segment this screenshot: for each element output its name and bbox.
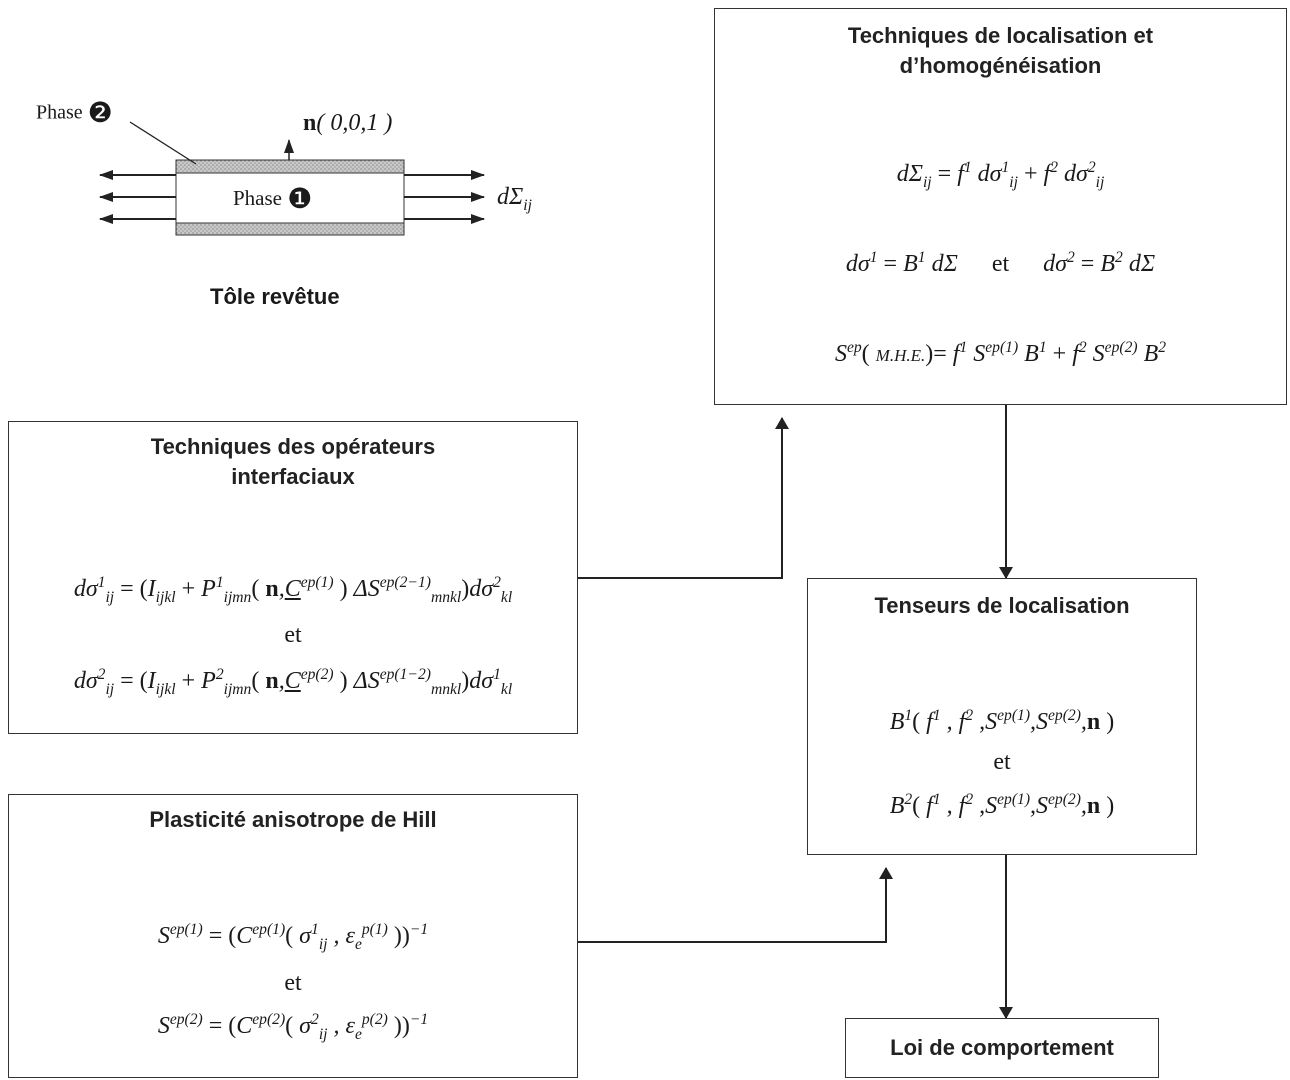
hill-eq1: Sep(1) = (Cep(1)( σ1ij , εep(1) ))−1 xyxy=(157,921,429,953)
tenseurs-eq1: B1( f1 , f2 ,Sep(1),Sep(2),n ) xyxy=(889,707,1115,735)
tenseurs-connector: et xyxy=(993,749,1011,775)
tenseurs-eq2: B2( f1 , f2 ,Sep(1),Sep(2),n ) xyxy=(889,791,1115,819)
homogenisation-eq3: Sep( M.H.E.)= f1 Sep(1) B1 + f2 Sep(2) B… xyxy=(834,339,1167,367)
illustration-caption: Tôle revêtue xyxy=(210,284,340,309)
homogenisation-eq1: dΣij = f1 dσ1ij + f2 dσ2ij xyxy=(896,159,1105,191)
interfaciaux-eq1: dσ1ij = (Iijkl + P1ijmn( n,Cep(1) ) ΔSep… xyxy=(73,574,513,606)
homogenisation-box: Techniques de localisation et d’homogéné… xyxy=(714,8,1287,405)
interfaciaux-eq2: dσ2ij = (Iijkl + P2ijmn( n,Cep(2) ) ΔSep… xyxy=(73,666,513,698)
hill-eq2: Sep(2) = (Cep(2)( σ2ij , εep(2) ))−1 xyxy=(157,1011,429,1043)
phase2-marker: ❷ xyxy=(87,98,113,129)
coated-sheet-illustration xyxy=(99,121,485,236)
normal-symbol: n xyxy=(303,110,317,136)
hill-title: Plasticité anisotrope de Hill xyxy=(149,807,437,832)
phase1-label-text: Phase xyxy=(233,186,282,210)
arrow-interfaciaux-to-homogenisation xyxy=(578,417,789,579)
homogenisation-eq2: dσ1 = B1 dΣ et dσ2 = B2 dΣ xyxy=(845,249,1156,277)
loi-title: Loi de comportement xyxy=(890,1035,1114,1060)
stress-index: ij xyxy=(523,196,532,214)
tenseurs-box: Tenseurs de localisation B1( f1 , f2 ,Se… xyxy=(807,578,1197,855)
phase2-label: Phase ❷ xyxy=(36,100,113,128)
homogenisation-title: Techniques de localisation et d’homogéné… xyxy=(847,23,1154,78)
interfaciaux-box: Techniques des opérateurs interfaciaux d… xyxy=(8,421,578,734)
normal-coords: ( 0,0,1 ) xyxy=(316,110,393,136)
tenseurs-title: Tenseurs de localisation xyxy=(874,593,1130,618)
stress-label: dΣij xyxy=(497,184,532,215)
hill-connector: et xyxy=(284,970,302,996)
hill-box: Plasticité anisotrope de Hill Sep(1) = (… xyxy=(8,794,578,1078)
coating-top-layer xyxy=(175,159,405,174)
phase1-marker: ❶ xyxy=(287,184,313,216)
loi-box: Loi de comportement xyxy=(845,1018,1159,1078)
phase2-leader-line xyxy=(129,121,197,165)
arrow-hill-to-tenseurs xyxy=(578,867,893,943)
normal-vector-label: n( 0,0,1 ) xyxy=(303,110,392,137)
interfaciaux-connector: et xyxy=(284,622,302,648)
phase1-label: Phase ❶ xyxy=(233,186,312,214)
phase2-label-text: Phase xyxy=(36,101,83,124)
coating-bottom-layer xyxy=(175,222,405,236)
stress-symbol: dΣ xyxy=(497,184,524,210)
interfaciaux-title: Techniques des opérateurs interfaciaux xyxy=(150,434,436,489)
